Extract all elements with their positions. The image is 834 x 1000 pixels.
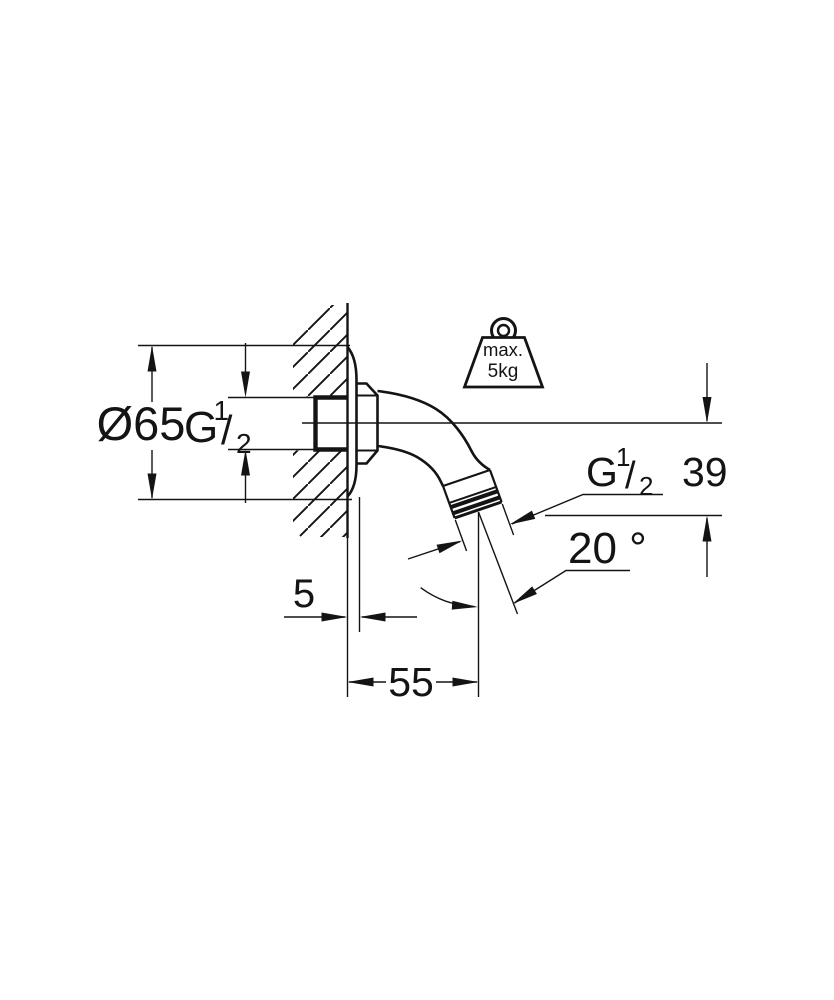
dimension-projection-55	[347, 677, 479, 687]
diameter-label: Ø65	[97, 397, 186, 450]
dimension-diameter-65	[147, 345, 157, 500]
thread-label-right: G 1 / 2	[586, 442, 653, 501]
angle-label: 20 °	[568, 524, 647, 573]
projection-label: 55	[388, 659, 434, 705]
dimension-offset-39	[702, 363, 712, 577]
shower-arm-body	[377, 389, 491, 487]
svg-text:1: 1	[214, 395, 230, 426]
leader-thread-lower-left	[407, 540, 463, 560]
wall-hatch-lower	[293, 450, 348, 537]
outlet-incline-reference	[477, 511, 519, 615]
dimension-wall-gap-5	[284, 612, 417, 622]
svg-text:G: G	[184, 403, 218, 452]
weight-kg-label: 5kg	[488, 361, 519, 382]
weight-max-label: max.	[483, 339, 523, 360]
svg-text:2: 2	[236, 428, 252, 459]
arm-lower-contour	[377, 444, 445, 487]
thread-label-left: G 1 / 2	[184, 395, 252, 459]
svg-text:/: /	[625, 455, 636, 497]
svg-text:/: /	[221, 407, 233, 453]
weight-ring-inner	[496, 323, 511, 338]
arm-upper-contour	[377, 389, 491, 472]
offset-label: 39	[682, 449, 728, 495]
outlet-left-edge-extension	[454, 519, 468, 552]
svg-text:G: G	[586, 449, 618, 495]
extension-lines	[138, 344, 722, 697]
weight-badge: max. 5kg	[462, 317, 545, 389]
wall-hatch-upper	[293, 305, 348, 397]
outlet-right-edge-extension	[501, 503, 515, 536]
wall-gap-label: 5	[293, 572, 315, 616]
leader-angle-20	[420, 569, 630, 610]
svg-text:1: 1	[616, 442, 630, 472]
dimension-thread-left	[241, 343, 250, 503]
angle-arc	[420, 587, 475, 608]
svg-text:2: 2	[639, 471, 653, 501]
weight-body	[462, 336, 545, 389]
escutcheon-flange	[346, 346, 358, 498]
outlet-thread	[441, 468, 515, 552]
wall-section	[293, 303, 349, 697]
leader-thread-right	[509, 493, 663, 525]
